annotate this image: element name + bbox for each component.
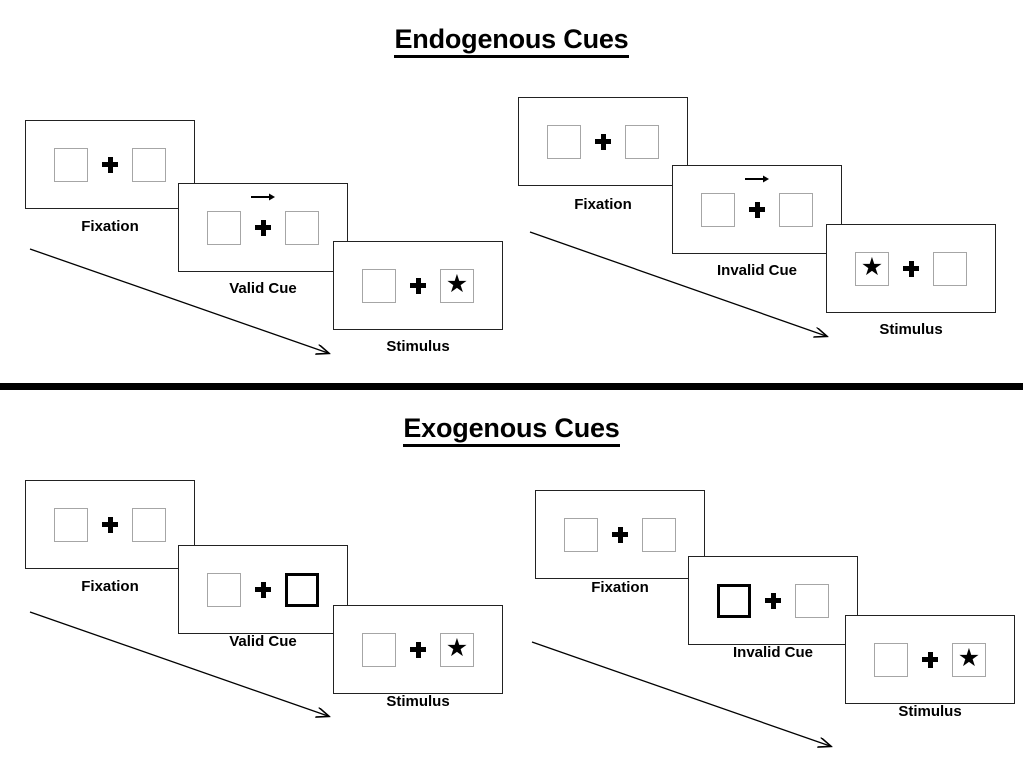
cue-arrow-right-icon: [745, 175, 769, 182]
stimulus-box-right: [285, 210, 319, 245]
section-endogenous: Endogenous Cues: [0, 24, 1023, 365]
fixation-cross-icon: [903, 260, 919, 277]
panel-caption-invalid-cue: Invalid Cue: [732, 644, 814, 661]
trial-panel-fixation: [535, 490, 705, 579]
panel-caption-stimulus: Stimulus: [386, 693, 450, 710]
trial-panel-stimulus: ★: [845, 615, 1015, 704]
trial-panel-fixation: [25, 480, 195, 569]
fixation-cross-icon: [922, 651, 938, 668]
star-icon: ★: [445, 270, 469, 298]
stimulus-box-right: [933, 251, 967, 286]
trial-panel-fixation: [25, 120, 195, 209]
trial-panel-stimulus: ★: [333, 241, 503, 330]
stimulus-box-right: [132, 147, 166, 182]
fixation-cross-icon: [102, 516, 118, 533]
trial-panel-stimulus: ★: [333, 605, 503, 694]
timeline-arrow-exogenous-valid: [29, 611, 348, 728]
fixation-cross-container: [241, 568, 285, 612]
panel-caption-invalid-cue: Invalid Cue: [716, 262, 798, 279]
timeline-arrow-exogenous-invalid: [531, 641, 850, 758]
fixation-cross-container: [889, 247, 933, 291]
section-exogenous: Exogenous Cues: [0, 390, 1023, 767]
trial-panel-fixation: [518, 97, 688, 186]
panel-caption-fixation: Fixation: [81, 578, 139, 595]
panel-caption-stimulus: Stimulus: [386, 338, 450, 355]
stimulus-box-left: [564, 517, 598, 552]
stimulus-box-right: [132, 507, 166, 542]
stimulus-box-left: [207, 210, 241, 245]
timeline-arrow-endogenous-valid: [29, 248, 348, 365]
section-title-exogenous-text: Exogenous Cues: [403, 413, 620, 447]
trial-panel-stimulus: ★: [826, 224, 996, 313]
timeline-arrow-endogenous-invalid: [529, 231, 848, 348]
cue-arrow-right-icon: [251, 193, 275, 200]
fixation-cross-icon: [765, 592, 781, 609]
panel-caption-stimulus: Stimulus: [879, 321, 943, 338]
stimulus-box-right-cued: [285, 572, 319, 607]
stimulus-box-right: [625, 124, 659, 159]
fixation-cross-container: [88, 143, 132, 187]
trial-panel-valid-cue: [178, 545, 348, 634]
section-title-endogenous-text: Endogenous Cues: [394, 24, 629, 58]
stimulus-box-left-cued: [717, 583, 751, 618]
trial-panel-invalid-cue: [688, 556, 858, 645]
fixation-cross-container: [598, 513, 642, 557]
fixation-cross-container: [735, 175, 779, 232]
panel-caption-stimulus: Stimulus: [898, 703, 962, 720]
stimulus-box-left: [207, 572, 241, 607]
fixation-cross-icon: [255, 219, 271, 236]
section-divider: [0, 383, 1023, 390]
stimulus-box-left: [362, 268, 396, 303]
fixation-cross-icon: [612, 526, 628, 543]
fixation-cross-icon: [102, 156, 118, 173]
panel-caption-fixation: Fixation: [574, 196, 632, 213]
panel-caption-fixation: Fixation: [591, 579, 649, 596]
stimulus-box-left: [54, 507, 88, 542]
star-icon: ★: [957, 644, 981, 672]
fixation-cross-container: [908, 638, 952, 682]
trial-panel-valid-cue: [178, 183, 348, 272]
panel-caption-valid-cue: Valid Cue: [229, 280, 297, 297]
panel-caption-valid-cue: Valid Cue: [229, 633, 297, 650]
stimulus-box-right: [642, 517, 676, 552]
fixation-cross-icon: [255, 581, 271, 598]
fixation-cross-icon: [595, 133, 611, 150]
star-icon: ★: [860, 253, 884, 281]
stimulus-box-left: [362, 632, 396, 667]
stimulus-box-right: ★: [440, 268, 474, 303]
stimulus-box-left: [547, 124, 581, 159]
fixation-cross-icon: [410, 277, 426, 294]
fixation-cross-container: [241, 193, 285, 250]
stimulus-box-left: ★: [855, 251, 889, 286]
stimulus-box-left: [701, 192, 735, 227]
trial-panel-invalid-cue: [672, 165, 842, 254]
fixation-cross-icon: [749, 201, 765, 218]
panel-caption-fixation: Fixation: [81, 218, 139, 235]
section-title-exogenous: Exogenous Cues: [0, 413, 1023, 447]
fixation-cross-container: [751, 579, 795, 623]
fixation-cross-container: [396, 264, 440, 308]
stimulus-box-right: [795, 583, 829, 618]
stimulus-box-right: ★: [440, 632, 474, 667]
fixation-cross-container: [88, 503, 132, 547]
stimulus-box-right: ★: [952, 642, 986, 677]
stimulus-box-left: [54, 147, 88, 182]
stimulus-box-right: [779, 192, 813, 227]
fixation-cross-container: [396, 628, 440, 672]
fixation-cross-icon: [410, 641, 426, 658]
fixation-cross-container: [581, 120, 625, 164]
stimulus-box-left: [874, 642, 908, 677]
star-icon: ★: [445, 634, 469, 662]
section-title-endogenous: Endogenous Cues: [0, 24, 1023, 58]
